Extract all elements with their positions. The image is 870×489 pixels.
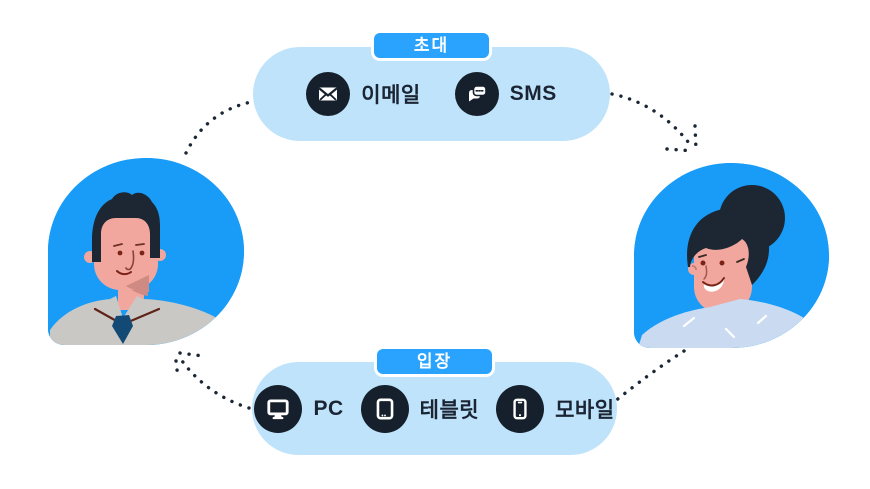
sms-label: SMS (509, 82, 557, 105)
pc-icon (254, 384, 303, 433)
invite-group: 초대 이메일 (253, 33, 610, 141)
tablet-label: 테블릿 (419, 398, 480, 422)
man-illustration (48, 158, 244, 345)
mobile-icon (496, 384, 545, 433)
arrowhead-to-man (174, 351, 205, 380)
enter-option-pc: PC (254, 384, 344, 433)
invite-option-email: 이메일 (306, 72, 420, 116)
enter-option-mobile: 모바일 (496, 384, 615, 433)
invite-option-sms: SMS (454, 72, 557, 116)
invite-badge: 초대 (374, 33, 489, 58)
invite-pill: 이메일 SMS (253, 47, 610, 141)
email-icon (306, 72, 351, 116)
mobile-label: 모바일 (555, 398, 615, 422)
enter-badge-label: 입장 (416, 352, 453, 371)
pc-label: PC (313, 396, 344, 420)
tablet-icon (360, 384, 409, 433)
enter-badge: 입장 (377, 349, 492, 374)
avatar-invitee-woman (634, 163, 829, 348)
enter-group: 입장 PC (252, 349, 617, 455)
arc-man-to-invite (184, 100, 253, 155)
arc-invite-to-woman (610, 92, 694, 149)
enter-option-tablet: 테블릿 (360, 384, 480, 433)
email-label: 이메일 (361, 84, 421, 107)
avatar-inviter-man (48, 158, 244, 345)
arrowhead-to-woman (665, 124, 698, 153)
sms-icon (454, 72, 499, 116)
woman-illustration (634, 163, 829, 348)
arc-enter-to-man (178, 356, 251, 410)
invite-badge-label: 초대 (413, 36, 450, 55)
enter-pill: PC 테블릿 (252, 362, 617, 455)
arc-woman-to-enter (606, 349, 686, 409)
